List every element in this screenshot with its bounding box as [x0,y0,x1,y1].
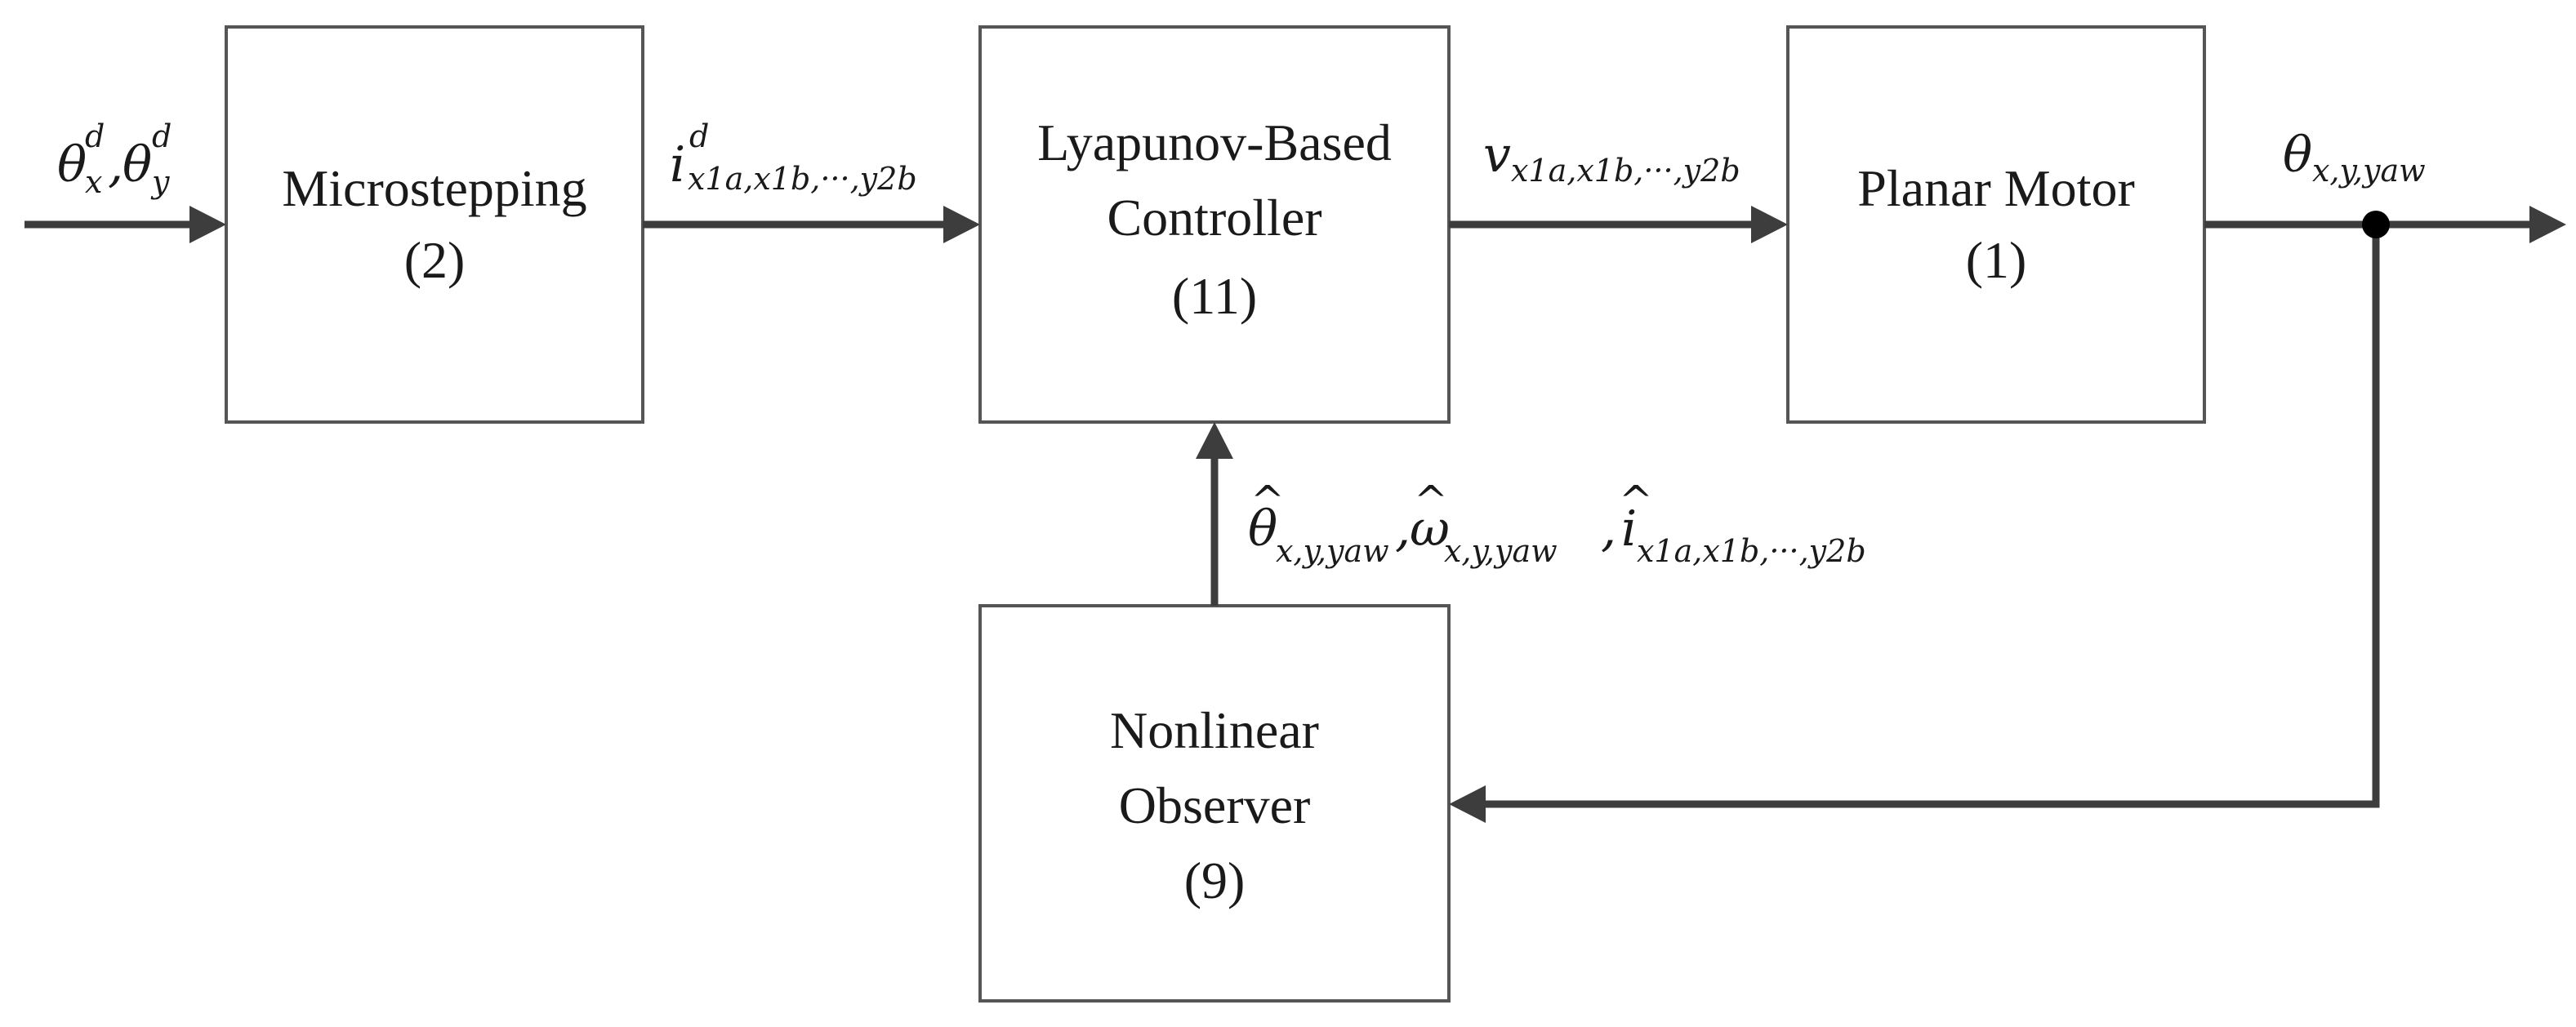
controller-label-line1: Lyapunov-Based [1037,113,1392,171]
input-separator: , [108,136,123,193]
output-subscript: x,y,yaw [2312,153,2426,189]
voltage-signal-label: v x1a,x1b,···,y2b [1483,127,1740,189]
estimate-current: i [1621,500,1637,558]
microstepping-eq-ref: (2) [404,231,466,289]
input-signal-label: θ d x , θ d y [57,118,172,200]
estimate-separator-1: , [1395,500,1411,558]
planar-motor-eq-ref: (1) [1966,231,2027,289]
input-theta-x-superscript: d [85,118,105,154]
estimates-signal-label: ^ θ x,y,yaw , ^ ω x,y,yaw , ^ i x1a,x1b,… [1248,477,1866,569]
observer-to-controller-arrow [1196,422,1233,606]
current-ref-subscript: x1a,x1b,···,y2b [688,161,917,197]
input-theta-x-subscript: x [85,164,102,200]
feedback-path [1449,225,2380,823]
planar-motor-label: Planar Motor [1857,159,2135,217]
input-theta-x: θ [57,136,87,193]
estimate-omega-subscript: x,y,yaw [1444,533,1558,569]
input-theta-y-superscript: d [152,118,172,154]
microstepping-block: Microstepping (2) [225,25,644,424]
input-theta-y: θ [123,136,152,193]
observer-label-line1: Nonlinear [1110,701,1319,759]
omega-hat-accent: ^ [1414,477,1448,524]
input-theta-y-subscript: y [150,164,170,200]
current-ref-symbol: i [670,136,685,193]
estimate-theta: θ [1248,500,1277,558]
output-theta: θ [2283,127,2312,184]
voltage-arrow [1449,206,1788,243]
observer-block: Nonlinear Observer (9) [978,604,1451,1003]
estimate-theta-subscript: x,y,yaw [1276,533,1389,569]
controller-block: Lyapunov-Based Controller (11) [978,25,1451,424]
input-arrow [25,206,226,243]
microstepping-label: Microstepping [282,159,586,217]
voltage-subscript: x1a,x1b,···,y2b [1511,153,1740,189]
current-ref-superscript: d [689,118,709,154]
estimate-omega: ω [1410,500,1450,558]
output-signal-label: θ x,y,yaw [2283,127,2426,189]
current-ref-signal-label: i d x1a,x1b,···,y2b [670,118,917,197]
takeoff-junction-dot [2362,211,2390,238]
current-hat-accent: ^ [1619,477,1653,524]
controller-eq-ref: (11) [1172,267,1257,325]
observer-eq-ref: (9) [1184,851,1246,909]
current-ref-arrow [643,206,980,243]
estimate-current-subscript: x1a,x1b,···,y2b [1637,533,1866,569]
theta-hat-accent: ^ [1250,477,1285,524]
voltage-symbol: v [1483,127,1511,184]
estimate-separator-2: , [1601,500,1616,558]
observer-label-line2: Observer [1119,776,1311,834]
controller-label-line2: Controller [1107,189,1321,247]
planar-motor-block: Planar Motor (1) [1786,25,2206,424]
